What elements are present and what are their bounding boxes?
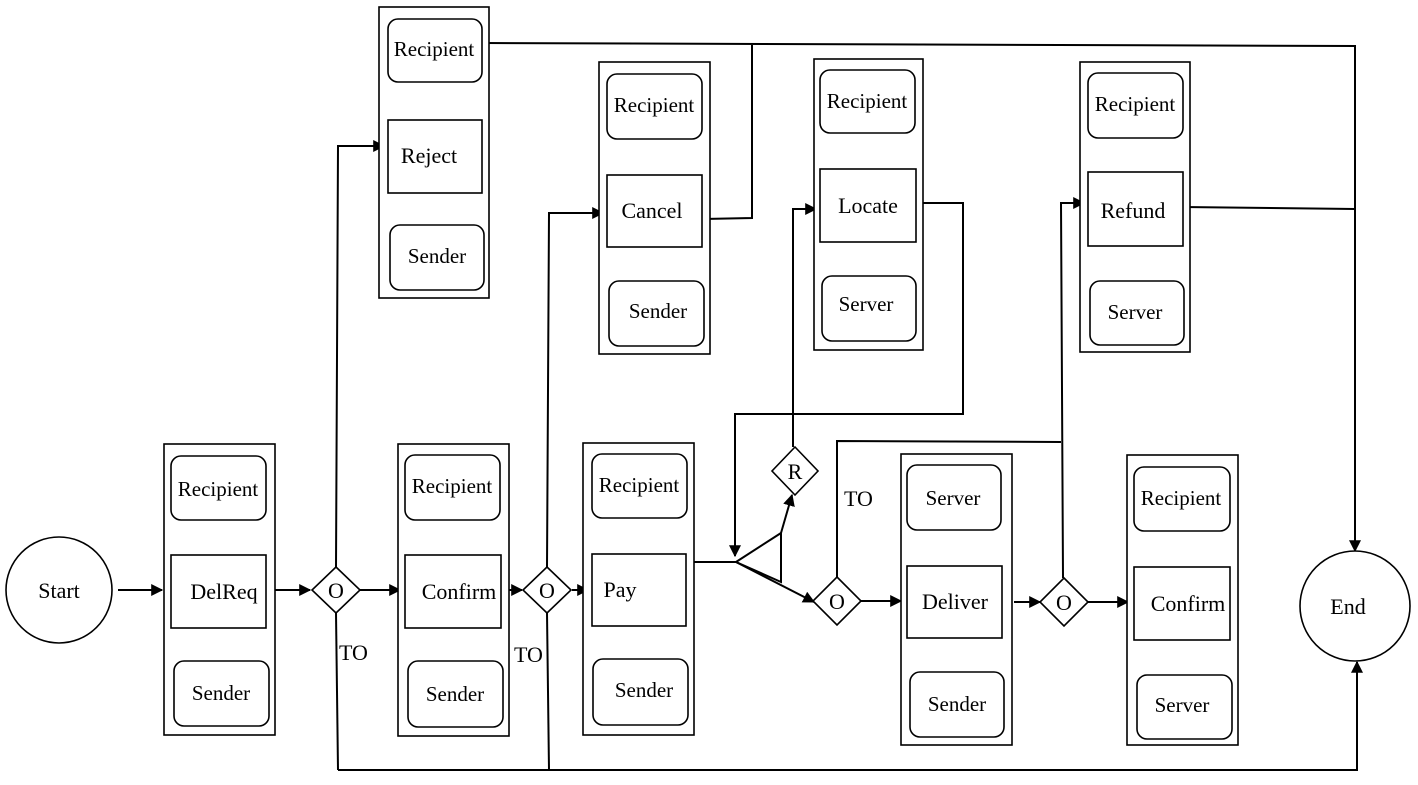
cancel-top-label: Recipient: [614, 93, 695, 117]
group-confirm2: Recipient Confirm Server: [1126, 454, 1239, 746]
split-node: [733, 531, 782, 584]
or-gate-3: O: [811, 575, 863, 627]
edge-timeout-to-end: [338, 660, 1363, 771]
group-pay: Recipient Pay Sender: [582, 442, 695, 736]
confirm1-bottom-label: Sender: [426, 682, 484, 706]
edge-locate-loop: [729, 202, 964, 558]
edge-o3-timeout: [836, 439, 1062, 577]
edge-o4-to-refund: [1059, 197, 1086, 579]
or-gate-3-label: O: [829, 589, 845, 614]
edge-reject-to-end: [481, 42, 1361, 553]
or-gate-4: O: [1038, 576, 1090, 628]
edge-o1-timeout: [335, 612, 339, 771]
end-node: End: [1299, 550, 1411, 662]
edge-split-to-r: [780, 493, 795, 534]
or-gate-2-label: O: [539, 578, 555, 603]
edge-cancel-to-end: [702, 45, 753, 220]
reject-action-label: Reject: [401, 143, 457, 168]
deliver-bottom-label: Sender: [928, 692, 986, 716]
or-gate-4-label: O: [1056, 590, 1072, 615]
refund-action-label: Refund: [1101, 198, 1166, 223]
timeout-label-2: TO: [514, 642, 543, 667]
locate-top-label: Recipient: [827, 89, 908, 113]
reject-top-label: Recipient: [394, 37, 475, 61]
deliver-top-label: Server: [926, 486, 981, 510]
delreq-bottom-label: Sender: [192, 681, 250, 705]
or-gate-2: O: [521, 565, 573, 615]
locate-bottom-label: Server: [839, 292, 894, 316]
end-label: End: [1330, 594, 1365, 619]
edge-refund-to-end: [1181, 206, 1356, 210]
confirm2-top-label: Recipient: [1141, 486, 1222, 510]
group-reject: Recipient Reject Sender: [378, 6, 490, 299]
confirm1-action-label: Confirm: [422, 579, 497, 604]
pay-bottom-label: Sender: [615, 678, 673, 702]
timeout-label-1: TO: [339, 640, 368, 665]
start-node: Start: [5, 536, 113, 644]
edge-split-to-o3: [735, 561, 816, 603]
deliver-action-label: Deliver: [922, 589, 989, 614]
group-deliver: Server Deliver Sender: [900, 453, 1013, 746]
repeat-gate-label: R: [788, 459, 803, 484]
pay-top-label: Recipient: [599, 473, 680, 497]
cancel-action-label: Cancel: [621, 198, 682, 223]
confirm1-top-label: Recipient: [412, 474, 493, 498]
reject-bottom-label: Sender: [408, 244, 466, 268]
group-confirm1: Recipient Confirm Sender: [397, 443, 510, 737]
confirm2-action-label: Confirm: [1151, 591, 1226, 616]
edge-o2-to-cancel: [546, 207, 605, 568]
pay-action-label: Pay: [604, 577, 637, 602]
group-delreq: Recipient DelReq Sender: [163, 443, 276, 736]
confirm2-bottom-label: Server: [1155, 693, 1210, 717]
delreq-top-label: Recipient: [178, 477, 259, 501]
start-label: Start: [38, 578, 80, 603]
edge-o1-to-reject: [335, 140, 386, 568]
cancel-bottom-label: Sender: [629, 299, 687, 323]
or-gate-1: O: [310, 565, 362, 615]
timeout-label-3: TO: [844, 486, 873, 511]
group-cancel: Recipient Cancel Sender: [598, 61, 711, 355]
edge-r-to-locate: [792, 203, 818, 447]
delreq-action-label: DelReq: [190, 579, 257, 604]
edge-o2-timeout: [546, 612, 550, 771]
refund-bottom-label: Server: [1108, 300, 1163, 324]
repeat-gate: R: [770, 445, 820, 497]
group-locate: Recipient Locate Server: [813, 58, 924, 351]
or-gate-1-label: O: [328, 578, 344, 603]
locate-action-label: Locate: [838, 193, 898, 218]
refund-top-label: Recipient: [1095, 92, 1176, 116]
group-refund: Recipient Refund Server: [1079, 61, 1191, 353]
